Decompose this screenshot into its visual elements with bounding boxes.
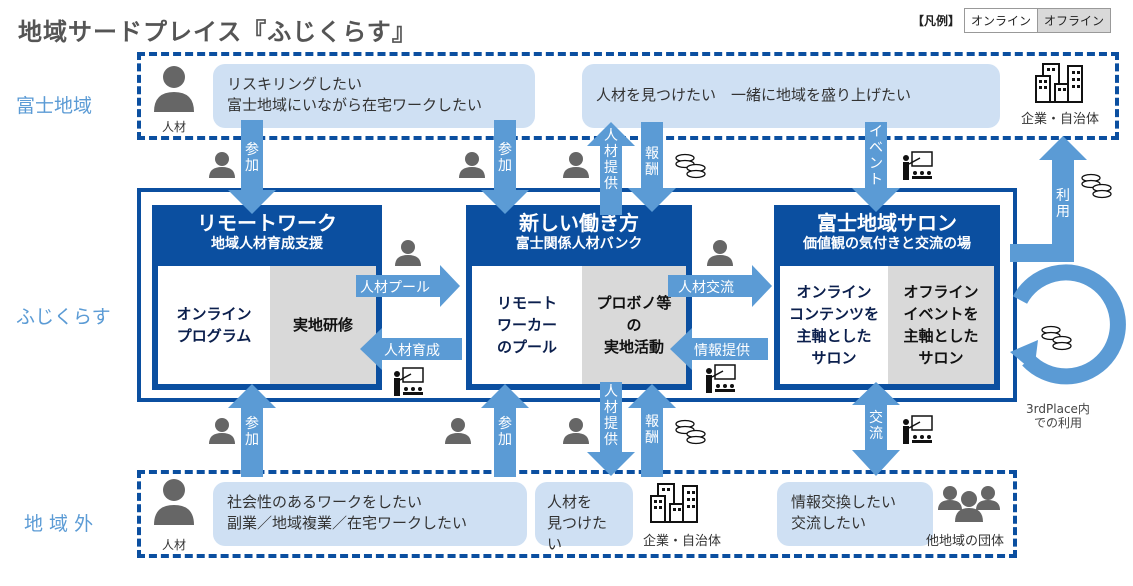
loop-label: 3rdPlace内での利用 <box>1026 402 1090 430</box>
card-title: リモートワーク <box>197 211 337 235</box>
outside-talent-bubble: 社会性のあるワークをしたい 副業／地域複業／在宅ワークしたい <box>213 482 527 546</box>
offline-cell: プロボノ等の実地活動 <box>582 266 686 384</box>
card-title: 新しい働き方 <box>519 211 639 235</box>
bubble-line: 情報交換したい <box>791 493 897 511</box>
coins-icon <box>675 153 706 179</box>
talent-needs-bubble: リスキリングしたい 富士地域にいながら在宅ワークしたい <box>213 64 535 128</box>
other-groups-bubble: 情報交換したい 交流したい <box>777 482 933 546</box>
person-icon <box>563 152 589 178</box>
bubble-line: 人材を <box>547 493 593 511</box>
arrow-label-talent-training: 人材育成 <box>384 343 440 359</box>
teacher-icon <box>706 364 736 393</box>
page-title: 地域サードプレイス『ふじくらす』 <box>18 18 417 46</box>
group-label: 他地域の団体 <box>925 534 1004 549</box>
group-icon <box>938 486 1000 522</box>
legend: 【凡例】 オンライン オフライン <box>908 8 1111 33</box>
legend-online: オンライン <box>963 8 1038 33</box>
bubble-line: 社会性のあるワークをしたい <box>227 493 423 511</box>
bubble-line: 副業／地域複業／在宅ワークしたい <box>227 514 468 532</box>
org-label: 企業・自治体 <box>1020 112 1099 127</box>
legend-label: 【凡例】 <box>911 14 960 28</box>
arrow-use-up <box>1010 136 1087 262</box>
bubble-line: 富士地域にいながら在宅ワークしたい <box>227 96 483 114</box>
person-icon <box>154 66 194 112</box>
bubble-line: 見つけたい <box>547 514 608 553</box>
bubble-line: リスキリングしたい <box>227 75 363 93</box>
arrow-label-talent-pool: 人材プール <box>360 280 430 296</box>
arrow-label-reward: 報酬 <box>645 414 659 446</box>
person-label: 人材 <box>161 538 186 552</box>
coins-icon <box>675 419 706 445</box>
arrow-label-talent-supply: 人材提供 <box>604 128 618 192</box>
teacher-icon <box>394 367 424 396</box>
teacher-icon <box>903 415 933 444</box>
bubble-line: 人材を見つけたい 一緒に地域を盛り上げたい <box>596 86 912 104</box>
arrow-label-join: 参加 <box>245 416 259 448</box>
person-label: 人材 <box>161 120 186 134</box>
building-icon <box>1035 63 1083 103</box>
card-subtitle: 富士関係人材バンク <box>515 236 643 252</box>
card-title: 富士地域サロン <box>817 211 957 235</box>
person-icon <box>707 240 733 266</box>
person-icon <box>445 418 471 444</box>
arrow-label-exchange: 交流 <box>869 410 883 442</box>
arrow-label-event: イベント <box>869 124 883 188</box>
coins-icon <box>1041 325 1072 351</box>
outside-region-band <box>137 470 1017 558</box>
online-cell: オンラインコンテンツを主軸としたサロン <box>780 266 888 384</box>
person-icon <box>209 152 235 178</box>
person-icon <box>459 152 485 178</box>
online-cell: オンラインプログラム <box>158 266 270 384</box>
region-label-fuji: 富士地域 <box>16 95 93 117</box>
building-icon <box>650 483 698 523</box>
arrow-label-talent-exchange: 人材交流 <box>678 280 734 296</box>
coins-icon <box>1081 173 1112 199</box>
arrow-label-use: 利用 <box>1056 188 1070 220</box>
org-label: 企業・自治体 <box>642 534 721 549</box>
card-subtitle: 価値観の気付きと交流の場 <box>803 236 971 252</box>
arrow-label-join: 参加 <box>498 416 512 448</box>
outside-org-bubble: 人材を 見つけたい <box>535 482 633 553</box>
teacher-icon <box>903 151 933 180</box>
online-cell: リモートワーカーのプール <box>472 266 582 384</box>
org-needs-bubble: 人材を見つけたい 一緒に地域を盛り上げたい <box>582 64 1000 128</box>
arrow-label-info-provide: 情報提供 <box>694 343 750 359</box>
card-fuji-salon: 富士地域サロン 価値観の気付きと交流の場 オンラインコンテンツを主軸としたサロン… <box>774 205 1000 390</box>
person-icon <box>209 418 235 444</box>
person-icon <box>395 240 421 266</box>
region-label-fujiclass: ふじくらす <box>16 306 111 328</box>
legend-offline: オフライン <box>1037 8 1111 33</box>
arrow-label-reward: 報酬 <box>645 146 659 178</box>
card-new-work-style: 新しい働き方 富士関係人材バンク リモートワーカーのプール プロボノ等の実地活動 <box>466 205 692 390</box>
arrow-label-join: 参加 <box>498 142 512 174</box>
offline-cell: オフラインイベントを主軸としたサロン <box>888 266 994 384</box>
person-icon <box>563 418 589 444</box>
card-remote-work: リモートワーク 地域人材育成支援 オンラインプログラム 実地研修 <box>152 205 382 390</box>
arrow-label-join: 参加 <box>245 142 259 174</box>
person-icon <box>154 479 194 525</box>
region-label-outside: 地 域 外 <box>24 513 94 535</box>
card-subtitle: 地域人材育成支援 <box>211 236 323 252</box>
bubble-line: 交流したい <box>791 514 867 532</box>
arrow-label-talent-supply: 人材提供 <box>604 384 618 448</box>
